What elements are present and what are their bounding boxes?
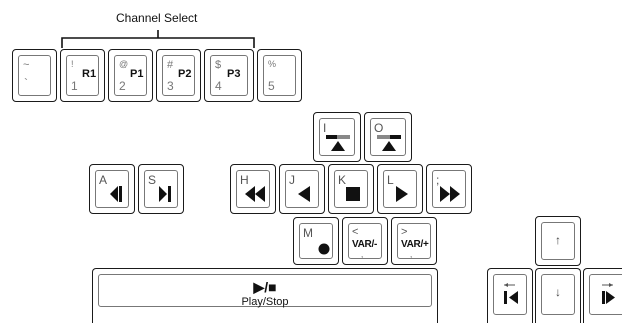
step-forward-icon — [602, 283, 615, 304]
key-up-arrow[interactable]: ↑ — [535, 216, 581, 266]
key-j-play-reverse[interactable]: J — [279, 164, 325, 214]
go-to-end-icon — [159, 186, 171, 202]
key-a-letter: A — [99, 173, 108, 187]
key-5-number: 5 — [268, 79, 275, 93]
key-comma-letter: < — [352, 226, 359, 238]
key-4-label: P3 — [227, 68, 241, 80]
channel-select-title: Channel Select — [116, 11, 198, 25]
key-a-previous[interactable]: A — [89, 164, 135, 214]
play-forward-icon — [396, 186, 408, 202]
key-l-letter: L — [387, 173, 394, 187]
key-3-label: P2 — [178, 68, 192, 80]
key-2-p1[interactable]: @ 2 P1 — [108, 49, 153, 102]
key-h-rewind[interactable]: H — [230, 164, 276, 214]
record-icon — [318, 243, 330, 255]
key-i-mark-in[interactable]: I — [313, 112, 361, 162]
go-to-start-icon — [110, 186, 122, 202]
key-semicolon-fast-forward[interactable]: ; — [426, 164, 472, 214]
mark-out-icon — [377, 135, 401, 151]
play-reverse-icon — [298, 186, 310, 202]
key-tilde-number: ` — [24, 76, 28, 90]
key-l-play-forward[interactable]: L — [377, 164, 423, 214]
key-semicolon-letter: ; — [436, 173, 440, 187]
key-1-symbol: ! — [71, 59, 74, 69]
key-h-letter: H — [240, 173, 249, 187]
key-j-letter: J — [289, 173, 295, 187]
up-arrow-icon: ↑ — [555, 233, 561, 247]
key-s-letter: S — [148, 173, 157, 187]
fast-forward-icon — [440, 186, 460, 202]
key-left-arrow-step-back[interactable] — [487, 268, 533, 323]
key-3-symbol: # — [167, 59, 174, 71]
key-o-letter: O — [374, 121, 384, 135]
key-s-next[interactable]: S — [138, 164, 184, 214]
key-1-number: 1 — [71, 79, 78, 93]
key-o-mark-out[interactable]: O — [364, 112, 412, 162]
key-period-var-plus[interactable]: > VAR/+ , — [391, 217, 437, 265]
key-4-number: 4 — [215, 79, 222, 93]
key-4-symbol: $ — [215, 59, 222, 71]
key-tilde[interactable]: ~ ` — [12, 49, 57, 102]
key-1-label: R1 — [82, 68, 97, 80]
key-m-record[interactable]: M — [293, 217, 339, 265]
key-space-play-stop[interactable]: ▶/■ Play/Stop — [92, 268, 438, 323]
down-arrow-icon: ↓ — [555, 285, 561, 299]
stop-icon — [346, 187, 360, 201]
play-stop-label: Play/Stop — [241, 296, 289, 308]
key-2-label: P1 — [130, 68, 144, 80]
key-2-number: 2 — [119, 79, 126, 93]
key-i-letter: I — [323, 121, 327, 135]
key-k-stop[interactable]: K — [328, 164, 374, 214]
key-2-symbol: @ — [119, 59, 129, 69]
var-minus-label: VAR/- — [352, 239, 377, 250]
key-period-letter: > — [401, 226, 408, 238]
key-5-symbol: % — [268, 59, 277, 69]
rewind-icon — [245, 186, 265, 202]
key-down-arrow[interactable]: ↓ — [535, 268, 581, 323]
key-k-letter: K — [338, 173, 347, 187]
key-m-letter: M — [303, 226, 313, 240]
key-right-arrow-step-forward[interactable] — [583, 268, 622, 323]
key-4-p3[interactable]: $ 4 P3 — [204, 49, 254, 102]
var-plus-dot: , — [410, 250, 413, 259]
var-minus-dot: , — [361, 250, 364, 259]
key-1-r1[interactable]: ! 1 R1 — [60, 49, 105, 102]
key-3-p2[interactable]: # 3 P2 — [156, 49, 201, 102]
step-back-icon — [504, 283, 518, 304]
mark-in-icon — [326, 135, 350, 151]
key-5[interactable]: % 5 — [257, 49, 302, 102]
play-stop-icon: ▶/■ — [253, 279, 277, 295]
key-comma-var-minus[interactable]: < VAR/- , — [342, 217, 388, 265]
key-tilde-symbol: ~ — [23, 59, 30, 71]
key-3-number: 3 — [167, 79, 174, 93]
var-plus-label: VAR/+ — [401, 239, 429, 250]
channel-select-bracket — [61, 30, 255, 48]
